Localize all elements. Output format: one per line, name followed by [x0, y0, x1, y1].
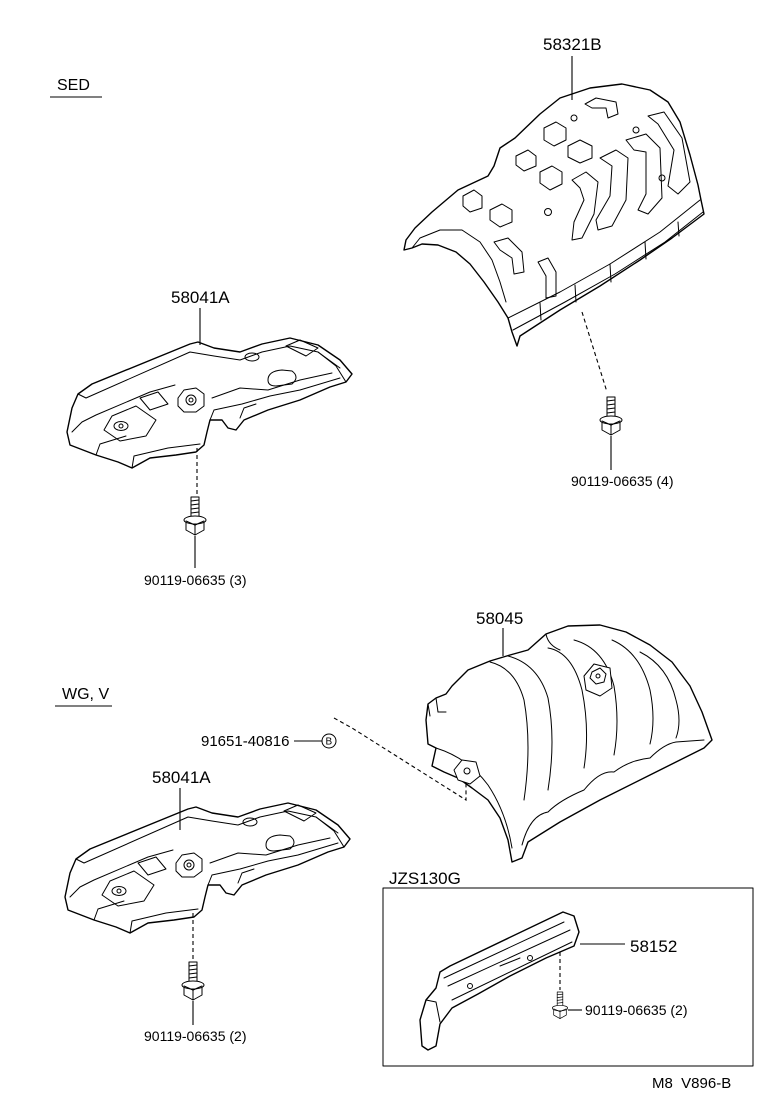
- wg-under-cover: [64, 802, 351, 934]
- upper-heat-insulator: [403, 83, 705, 347]
- callout-sed-lower-bolt: 90119-06635 (3): [144, 572, 246, 588]
- insulator-outline: [403, 83, 705, 347]
- callout-jzs-bolt: 90119-06635 (2): [585, 1002, 687, 1018]
- raised-pad: [537, 257, 557, 299]
- mounting-hole: [544, 208, 552, 216]
- callout-sed-upper-bolt: 90119-06635 (4): [571, 473, 673, 489]
- flange-bolt-icon: [551, 991, 569, 1019]
- flange-bolt-icon: [599, 396, 623, 436]
- mounting-hole: [467, 983, 473, 989]
- front-edge: [435, 747, 513, 849]
- variant-box: [382, 887, 754, 1067]
- rib-line: [639, 651, 680, 739]
- nut-pad: [583, 663, 613, 697]
- raised-pad: [539, 165, 563, 191]
- nut-pad: [453, 759, 481, 785]
- callout-jzs-insulator: 58152: [630, 937, 677, 956]
- mounting-hole: [527, 955, 533, 961]
- crest-edge: [545, 633, 561, 651]
- reference-circle-icon: [321, 733, 337, 749]
- wavy-edge: [521, 739, 705, 846]
- rib-line: [547, 647, 588, 769]
- rib-line: [611, 639, 654, 745]
- callout-wg-heat-insulator: 58045: [476, 609, 523, 628]
- jzs-insulator: [419, 911, 580, 1051]
- assembly-path-dashed: [333, 717, 467, 801]
- rib-line: [573, 639, 618, 756]
- skirt-edge: [512, 211, 704, 331]
- wg-heat-insulator: [425, 624, 713, 863]
- flange-bolt-icon: [181, 961, 205, 1001]
- rib-channel: [595, 149, 629, 231]
- callout-wg-under-cover: 58041A: [152, 768, 211, 787]
- bracket: [427, 697, 447, 717]
- assembly-path-dashed: [581, 311, 608, 393]
- rib-channel: [571, 171, 599, 241]
- nut-hole: [595, 673, 601, 679]
- reference-letter: B: [326, 737, 333, 748]
- raised-pad: [515, 149, 537, 172]
- rib-channel: [625, 133, 663, 215]
- rib-line: [489, 661, 529, 801]
- nut: [589, 667, 607, 685]
- nut-hole: [463, 767, 471, 775]
- raised-pad: [489, 203, 513, 228]
- mounting-hole: [570, 114, 578, 122]
- skirt-divisions: [539, 221, 680, 321]
- callout-upper-heat-insulator: 58321B: [543, 35, 602, 54]
- section-label-sed: SED: [57, 77, 90, 94]
- mounting-hole: [632, 126, 640, 134]
- raised-pad: [493, 237, 525, 275]
- end-fold: [425, 999, 441, 1023]
- rib-line: [507, 655, 553, 791]
- raised-pad: [462, 189, 483, 213]
- callout-wg-bolt: 90119-06635 (2): [144, 1028, 246, 1044]
- insulator-outline: [425, 624, 713, 863]
- raised-pad: [584, 97, 619, 119]
- section-label-wg-v: WG, V: [62, 686, 109, 703]
- sed-under-cover: [66, 337, 353, 469]
- raised-pad: [567, 139, 593, 164]
- callout-sed-under-cover: 58041A: [171, 288, 230, 307]
- rib-channel: [647, 111, 691, 195]
- drawing-code: M8 V896-B: [652, 1075, 731, 1092]
- mounting-hole: [658, 174, 666, 182]
- callout-wg-clip: 91651-40816: [201, 733, 289, 750]
- flange-line: [443, 921, 573, 1001]
- raised-pad: [543, 121, 567, 147]
- flange-bolt-icon: [183, 496, 207, 536]
- section-label-jzs130g: JZS130G: [389, 869, 461, 888]
- tunnel-ridge: [411, 229, 507, 303]
- rib-line: [499, 957, 521, 967]
- insulator-outline: [419, 911, 580, 1051]
